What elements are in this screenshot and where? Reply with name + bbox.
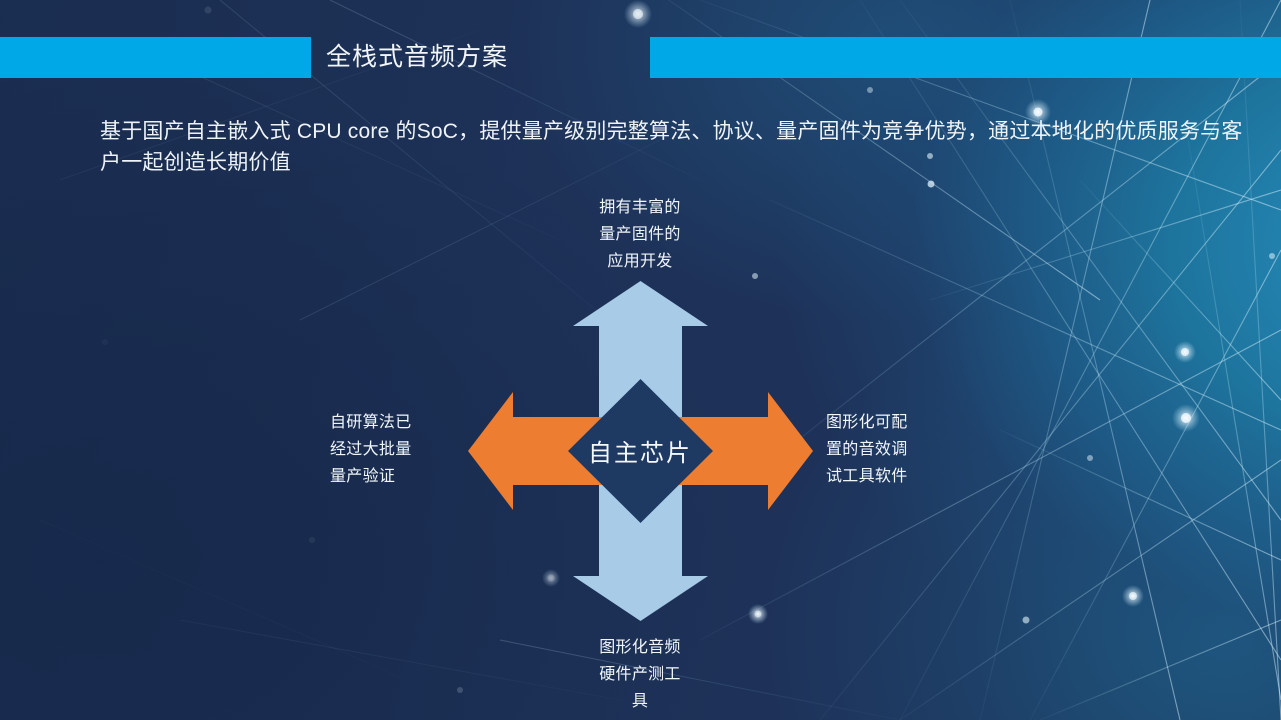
page-title: 全栈式音频方案 [326,43,509,71]
caption-left-line-2: 经过大批量 [330,441,412,458]
title-accent-bar-left [0,37,311,78]
caption-top-line-1: 拥有丰富的 [599,199,681,216]
caption-left: 自研算法已 经过大批量 量产验证 [330,409,452,490]
title-band: 全栈式音频方案 [0,37,1281,78]
caption-right-line-1: 图形化可配 [826,414,908,431]
caption-top-line-2: 量产固件的 [599,226,681,243]
caption-bottom: 图形化音频 硬件产测工 具 [562,634,718,715]
lead-paragraph: 基于国产自主嵌入式 CPU core 的SoC，提供量产级别完整算法、协议、量产… [100,120,1243,174]
caption-right-line-3: 试工具软件 [826,468,908,485]
title-accent-bar-right [650,37,1281,78]
caption-top-line-3: 应用开发 [607,253,673,270]
caption-bottom-line-2: 硬件产测工 [599,666,681,683]
caption-left-line-3: 量产验证 [330,468,396,485]
caption-bottom-line-1: 图形化音频 [599,639,681,656]
caption-right-line-2: 置的音效调 [826,441,908,458]
caption-top: 拥有丰富的 量产固件的 应用开发 [562,194,718,275]
caption-left-line-1: 自研算法已 [330,414,412,431]
caption-right: 图形化可配 置的音效调 试工具软件 [826,409,948,490]
caption-bottom-line-3: 具 [631,693,649,710]
center-diamond-label: 自主芯片 [588,440,692,467]
